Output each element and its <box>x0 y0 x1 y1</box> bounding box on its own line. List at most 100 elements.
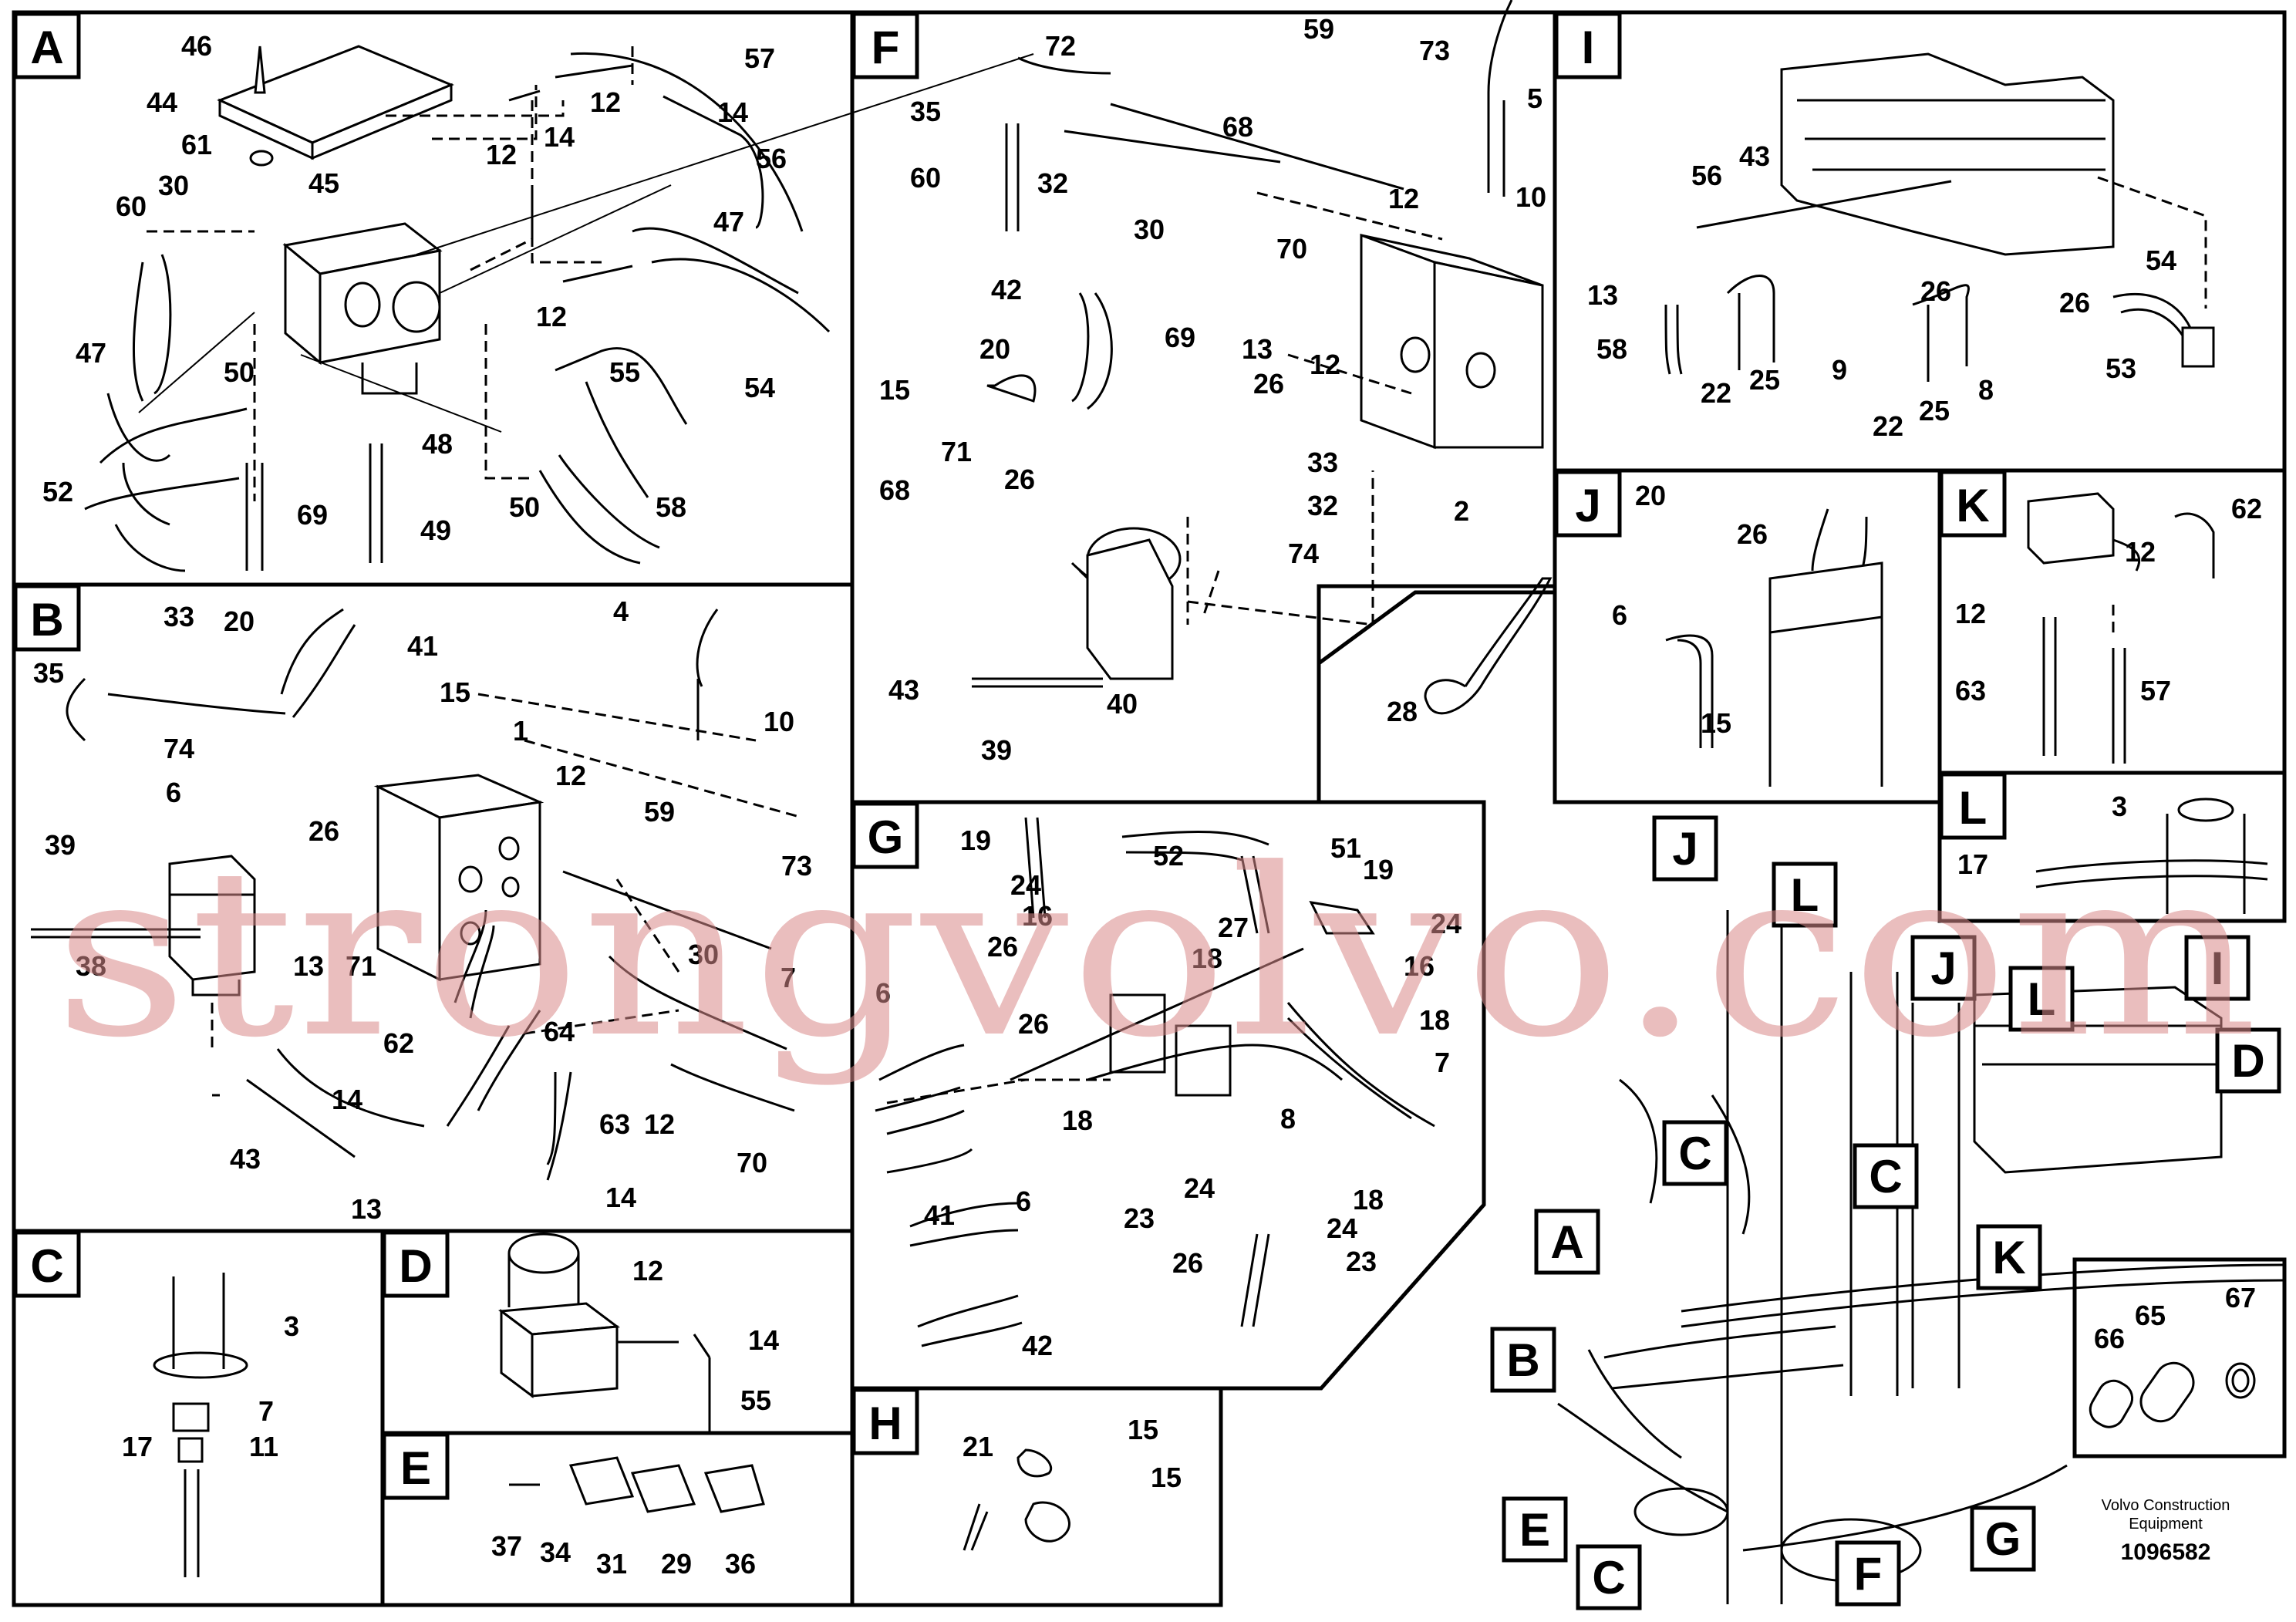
callout-g-16: 16 <box>1022 900 1053 932</box>
panel-i-art <box>1664 52 2215 382</box>
overview-box-j: J <box>1672 823 1698 875</box>
overview-box-c: C <box>1869 1151 1902 1202</box>
callout-g-52: 52 <box>1153 840 1184 872</box>
callout-k-12: 12 <box>2125 536 2156 568</box>
panel-letter-badges: A B C D E F G H <box>13 12 2007 1500</box>
overview-box-frame <box>1576 1544 1642 1610</box>
overview-box-frame <box>1853 1143 1919 1209</box>
overview-box-frame <box>1534 1209 1600 1275</box>
callout-i-9: 9 <box>1832 354 1847 386</box>
panel-frames <box>12 10 2287 1607</box>
callout-b-43: 43 <box>230 1143 261 1175</box>
callout-g-19: 19 <box>1363 854 1394 885</box>
callout-f-35: 35 <box>910 96 941 127</box>
panel-letter-e: E <box>382 1432 450 1500</box>
callout-i-43: 43 <box>1739 140 1770 172</box>
callout-i-26: 26 <box>2059 287 2090 319</box>
callout-i-13: 13 <box>1587 279 1618 311</box>
callout-j-26: 26 <box>1737 518 1768 550</box>
overview-box-frame <box>1662 1120 1728 1186</box>
overview-box-d: D <box>2231 1035 2264 1087</box>
callout-g-26: 26 <box>987 931 1018 963</box>
callout-g-23: 23 <box>1346 1246 1377 1277</box>
callout-l-3: 3 <box>2112 791 2127 822</box>
callout-g-23: 23 <box>1124 1202 1155 1234</box>
line-art <box>31 0 2284 1604</box>
callout-h-15: 15 <box>1128 1414 1158 1445</box>
callout-g-16: 16 <box>1404 950 1435 982</box>
callout-k-63: 63 <box>1955 675 1986 706</box>
callout-a-48: 48 <box>422 428 453 460</box>
overview-box-k: K <box>1992 1232 2025 1283</box>
callout-g-26: 26 <box>1172 1247 1203 1279</box>
callout-b-35: 35 <box>33 657 64 689</box>
callout-a-12: 12 <box>590 86 621 118</box>
callout-k-62: 62 <box>2231 493 2262 524</box>
callout-f-20: 20 <box>979 333 1010 365</box>
panel-g-art <box>875 817 1435 1347</box>
panel-letter-c: C <box>13 1230 81 1298</box>
callout-b-12: 12 <box>644 1108 675 1140</box>
overview-box-g: G <box>1985 1513 2021 1565</box>
overview-box-frame <box>1910 935 1977 1001</box>
callout-b-14: 14 <box>605 1182 636 1213</box>
callout-f-12: 12 <box>1388 183 1419 214</box>
overview-box-frame <box>1652 815 1718 882</box>
callout-c-7: 7 <box>258 1395 274 1427</box>
callout-b-12: 12 <box>555 760 586 791</box>
panel-letter-a: A <box>13 12 81 79</box>
overview-box-j: J <box>1930 943 1956 994</box>
panel-l-art <box>2035 798 2268 914</box>
callout-g-24: 24 <box>1431 908 1462 939</box>
overview-box-l: L <box>2028 973 2056 1025</box>
panel-k-art <box>2027 492 2215 764</box>
callout-a-12: 12 <box>486 139 517 170</box>
callout-h-21: 21 <box>963 1431 993 1462</box>
panel-letter-l: L <box>1939 772 2007 840</box>
overview-art <box>1557 910 2284 1604</box>
callout-b-38: 38 <box>76 950 106 982</box>
panel-a-art <box>84 45 1034 572</box>
callout-f-72: 72 <box>1045 30 1076 62</box>
callout-b-39: 39 <box>45 829 76 861</box>
callout-g-18: 18 <box>1062 1104 1093 1136</box>
callout-e-29: 29 <box>661 1548 692 1580</box>
callout-f-73: 73 <box>1419 35 1450 66</box>
callout-f-69: 69 <box>1165 322 1195 353</box>
callout-a-47: 47 <box>713 206 744 238</box>
callout-a-47: 47 <box>76 337 106 369</box>
callout-j-15: 15 <box>1701 707 1731 739</box>
callout-a-14: 14 <box>544 121 575 153</box>
callout-i-26: 26 <box>1920 275 1951 307</box>
brand-line-1: Volvo Construction <box>2102 1497 2230 1514</box>
drawing-number: 1096582 <box>2121 1539 2211 1565</box>
callout-k-12: 12 <box>1955 598 1986 629</box>
overview-box-frame <box>1970 1506 2036 1572</box>
callout-g-24: 24 <box>1184 1172 1215 1204</box>
callout-f-43: 43 <box>888 674 919 706</box>
callout-f-71: 71 <box>941 436 972 467</box>
overview-box-frame <box>2184 935 2250 1001</box>
callout-c-11: 11 <box>249 1431 278 1462</box>
panel-letter-c-text: C <box>30 1240 63 1292</box>
panel-letter-g-text: G <box>868 811 904 863</box>
overview-box-l: L <box>1791 869 1819 921</box>
callout-b-63: 63 <box>599 1108 630 1140</box>
callout-f-32: 32 <box>1307 490 1338 521</box>
panel-letter-k-text: K <box>1956 480 1989 531</box>
watermark: strongvolvo.com <box>54 819 2260 1088</box>
overview-box-i: I <box>2211 943 2224 994</box>
panel-letter-j-text: J <box>1575 480 1600 531</box>
callout-g-18: 18 <box>1353 1184 1384 1216</box>
callout-k-57: 57 <box>2140 675 2171 706</box>
callout-f-26: 26 <box>1253 368 1284 400</box>
callout-g-27: 27 <box>1218 912 1249 943</box>
seal-callout-65: 65 <box>2135 1300 2166 1331</box>
callout-a-50: 50 <box>509 491 540 523</box>
callout-f-39: 39 <box>981 734 1012 766</box>
overview-box-frame <box>1772 862 1838 928</box>
panel-letter-e-text: E <box>400 1442 431 1494</box>
callout-b-64: 64 <box>544 1016 575 1047</box>
